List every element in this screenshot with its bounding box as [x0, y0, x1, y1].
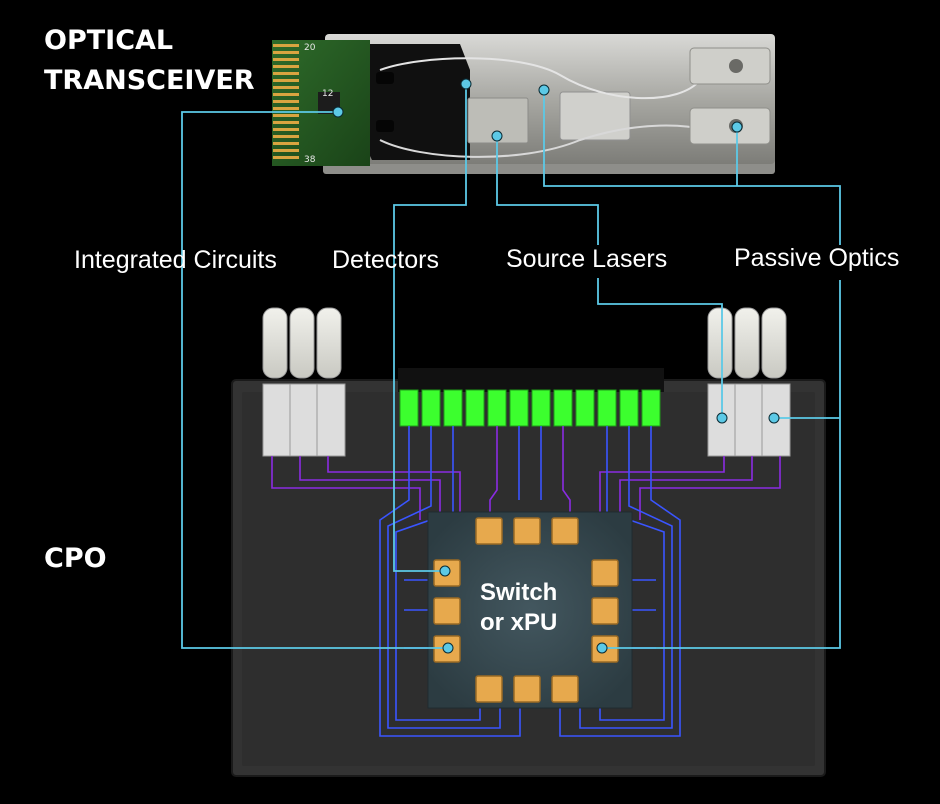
leader-integrated-circuits: [181, 111, 448, 649]
callout-passive-optics: Passive Optics: [734, 244, 900, 272]
leader-detectors: [393, 84, 467, 572]
callout-detectors: Detectors: [332, 246, 439, 274]
optical-transceiver-module: 20 12 38: [272, 34, 775, 174]
fiber-clip-top: [376, 72, 394, 84]
gold-finger-contacts: [273, 44, 299, 159]
leader-source-lasers-top: [496, 136, 599, 245]
callout-integrated-circuits: Integrated Circuits: [74, 246, 277, 274]
leader-passive-optics-bottom: [602, 280, 841, 649]
cpo-package: [231, 307, 826, 777]
heading-cpo: CPO: [44, 543, 107, 574]
pcb-pin-label-top: 20: [304, 43, 316, 53]
chip-label-line2: or xPU: [480, 609, 558, 636]
lens-assembly: [559, 91, 631, 141]
optical-engines: [433, 517, 619, 703]
callout-source-lasers: Source Lasers: [506, 245, 668, 273]
laser-block: [467, 97, 529, 144]
fiber-loop-2: [379, 124, 706, 158]
leader-source-lasers-bottom: [597, 278, 723, 418]
leader-passive-optics-top-a: [543, 90, 841, 245]
pcb-pin-label-bottom: 38: [304, 155, 316, 165]
connector-array-base: [398, 368, 664, 392]
pcb-pin-label-mid: 12: [322, 89, 333, 99]
heading-transceiver: TRANSCEIVER: [44, 65, 255, 96]
heading-optical: OPTICAL: [44, 25, 174, 56]
fiber-clip-bottom: [376, 120, 394, 132]
optical-plugs-left: [262, 307, 346, 457]
fiber-connector-array: [398, 368, 664, 427]
fiber-loop-1: [379, 57, 701, 100]
ferrule-top: [729, 59, 743, 73]
leader-lines: [181, 84, 841, 649]
leader-dots: [332, 78, 780, 654]
chip-label-line1: Switch: [480, 579, 558, 606]
green-connectors: [399, 389, 661, 427]
